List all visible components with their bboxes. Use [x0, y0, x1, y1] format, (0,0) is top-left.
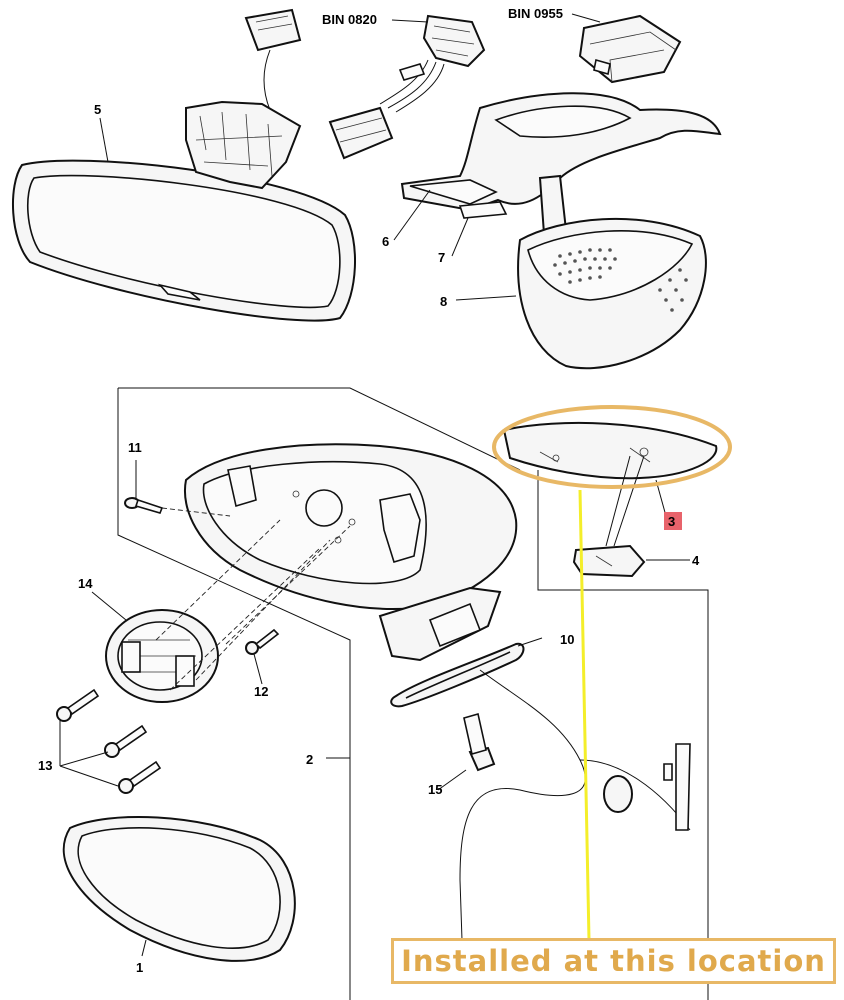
- section-frames: [117, 387, 709, 1000]
- exterior-mirror-housing: [184, 443, 518, 662]
- screw-part-11: [124, 497, 164, 514]
- clip-part-4: [572, 544, 646, 578]
- callout-1: 1: [136, 960, 143, 975]
- callout-12: 12: [254, 684, 268, 699]
- leader-lines: [59, 13, 690, 957]
- interior-mirror-part-5: [12, 100, 357, 322]
- callout-5: 5: [94, 102, 101, 117]
- callout-4: 4: [692, 553, 700, 568]
- speaker-grille-dots: [553, 248, 688, 312]
- highlight-ring: [492, 405, 732, 489]
- callout-2: 2: [306, 752, 313, 767]
- callout-13: 13: [38, 758, 52, 773]
- rear-housing-part-8: [517, 217, 707, 370]
- bolt-part-15: [463, 712, 496, 772]
- callout-labels: BIN 0820 BIN 0955 5 6 7 8 11 3 4 14 10 1…: [38, 6, 700, 975]
- module-bin-0955: [578, 14, 682, 84]
- callout-15: 15: [428, 782, 442, 797]
- bin-label-0820: BIN 0820: [322, 12, 377, 27]
- callout-6: 6: [382, 234, 389, 249]
- wiring-harness-bin-0820: [328, 14, 486, 160]
- assembly-lines: [155, 507, 351, 691]
- callout-11: 11: [128, 440, 142, 455]
- trim-part-3: [502, 421, 718, 480]
- wiring-harness-lower: [459, 669, 691, 941]
- installation-note-box: Installed at this location: [391, 938, 836, 984]
- gasket-part-10: [390, 642, 525, 708]
- callout-10: 10: [560, 632, 574, 647]
- callout-8: 8: [440, 294, 447, 309]
- screws-part-13: [56, 688, 162, 794]
- pointer-line: [578, 489, 591, 941]
- callout-14: 14: [78, 576, 93, 591]
- callout-3: 3: [668, 514, 675, 529]
- wiring-connector-top: [244, 8, 302, 111]
- mirror-glass-part-1: [62, 815, 296, 962]
- cover-bracket-parts-6-7: [400, 92, 722, 236]
- bin-label-0955: BIN 0955: [508, 6, 563, 21]
- motor-assembly-part-14: [105, 609, 219, 703]
- screw-part-12: [245, 628, 280, 655]
- callout-7: 7: [438, 250, 445, 265]
- callout-3-badge: [664, 512, 682, 530]
- installation-note: Installed at this location: [401, 944, 826, 978]
